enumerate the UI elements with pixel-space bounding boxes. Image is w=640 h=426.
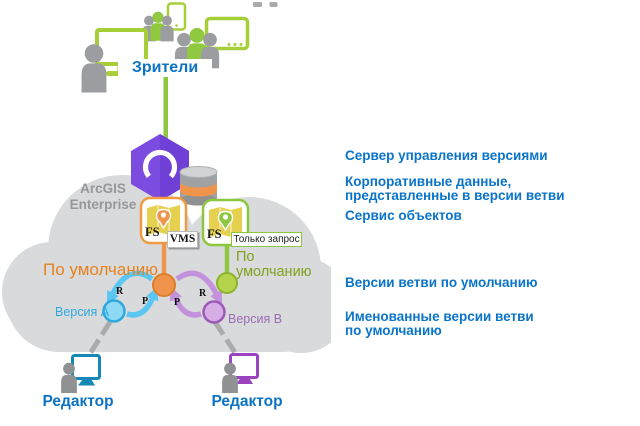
platform-label: ArcGIS Enterprise — [53, 181, 153, 213]
tv-icon — [204, 16, 250, 51]
annotation-enterprise-data-line2: представленные в версии ветви — [345, 187, 565, 203]
annotation-default-branch: Версии ветви по умолчанию — [345, 275, 538, 290]
editor-a-label: Редактор — [34, 393, 122, 411]
reconcile-right-arrow — [175, 270, 223, 305]
editor-b-icon — [222, 353, 259, 394]
annotation-feature-service: Сервис объектов — [345, 208, 462, 223]
distant-viewer-mark — [269, 2, 278, 7]
default-version-label-green-line2: умолчанию — [236, 263, 312, 280]
post-left-arrow — [126, 286, 159, 318]
editor-b-connector-line — [212, 320, 243, 362]
default-version-label-green-line1: По — [236, 249, 255, 265]
green-service-line — [224, 245, 230, 273]
distant-viewer-mark — [253, 2, 262, 7]
platform-label-line2: Enterprise — [69, 197, 137, 212]
query-only-badge: Только запрос — [231, 232, 302, 247]
annotation-enterprise-data-line1: Корпоративные данные, — [345, 174, 512, 189]
version-b-node — [202, 300, 226, 324]
annotation-enterprise-data: Корпоративные данные, представленные в в… — [345, 175, 565, 202]
feature-service-orange-label: FS — [145, 225, 160, 239]
editor-b-label: Редактор — [203, 393, 291, 411]
post-left-letter: P — [142, 296, 149, 307]
reconcile-left-letter: R — [116, 286, 124, 297]
default-version-label-green: По умолчанию — [236, 250, 312, 279]
annotation-named-branch-line1: Именованные версии ветви — [345, 309, 534, 324]
version-a-node — [102, 299, 126, 323]
version-edges — [106, 270, 223, 318]
annotation-named-branch: Именованные версии ветви по умолчанию — [345, 310, 534, 337]
post-right-arrow — [169, 286, 202, 318]
default-version-node-green — [216, 272, 238, 294]
platform-label-line1: ArcGIS — [80, 181, 126, 196]
vms-badge: VMS — [167, 231, 198, 248]
viewers-connector-line — [163, 77, 168, 139]
database-icon — [179, 166, 218, 206]
version-a-label: Версия A — [55, 305, 110, 319]
default-version-label-orange: По умолчанию — [43, 260, 158, 279]
viewers-cluster — [81, 2, 278, 93]
editor-a-person-icon — [61, 362, 77, 394]
annotation-named-branch-line2: по умолчанию — [345, 322, 442, 338]
version-b-label: Версия B — [228, 312, 283, 326]
post-right-letter: P — [174, 297, 181, 308]
annotation-versioning-server: Сервер управления версиями — [345, 148, 548, 163]
editor-a-icon — [61, 354, 101, 394]
orange-service-line — [161, 243, 167, 280]
default-version-node-orange — [152, 273, 176, 297]
editor-b-person-icon — [222, 362, 238, 394]
viewers-label: Зрители — [118, 59, 212, 77]
viewer-person — [81, 44, 107, 93]
editor-a-connector-line — [83, 320, 113, 362]
feature-service-green-label: FS — [207, 227, 222, 241]
editor-a-monitor-icon — [71, 354, 101, 380]
reconcile-right-letter: R — [199, 288, 207, 299]
reconcile-left-arrow — [106, 270, 154, 305]
